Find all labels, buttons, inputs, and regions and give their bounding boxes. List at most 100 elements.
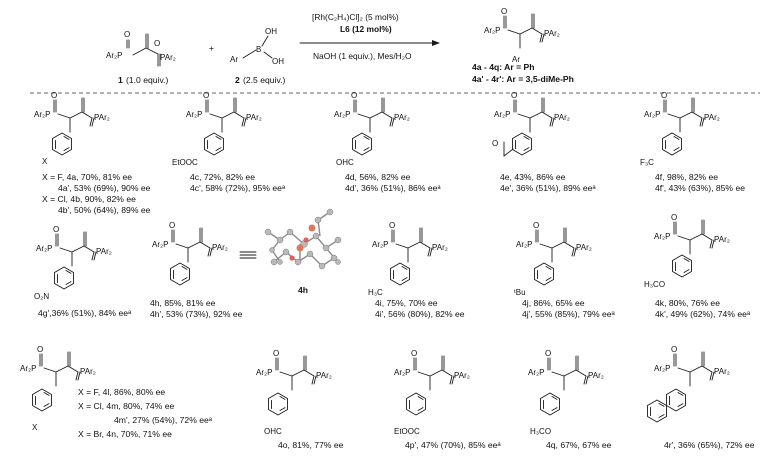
entry-line: 4f', 43% (63%), 85% ee bbox=[655, 183, 745, 193]
atom-o: O bbox=[389, 221, 395, 230]
entry-line: 4c', 58% (72%), 95% eeᵃ bbox=[190, 183, 286, 193]
entry-4p: Ar₂P O PAr₂ EtOOC bbox=[394, 349, 470, 436]
product-range-2: 4a' - 4r': Ar = 3,5-diMe-Ph bbox=[472, 74, 574, 84]
atom-ar2p: Ar₂P bbox=[186, 110, 202, 119]
atom-ar2p: Ar₂P bbox=[394, 368, 410, 377]
entry-line: 4c, 72%, 82% ee bbox=[190, 172, 255, 182]
entry-line: 4b', 50% (64%), 89% ee bbox=[58, 205, 151, 215]
entry-line: X = F, 4a, 70%, 81% ee bbox=[42, 172, 132, 182]
subst: ᵗBu bbox=[514, 288, 526, 297]
subst: OHC bbox=[336, 158, 354, 167]
entry-4l: Ar₂P O PAr₂ X bbox=[20, 345, 96, 432]
entry-4h: Ar₂P O PAr₂ bbox=[152, 221, 228, 286]
entry-4d: Ar₂P O PAr₂ OHC bbox=[334, 91, 410, 167]
entry-line: 4p', 47% (70%), 85% eeᵃ bbox=[405, 440, 501, 450]
atom-ar2p: Ar₂P bbox=[372, 240, 388, 249]
entry-4e: Ar₂P O PAr₂ O bbox=[492, 91, 570, 157]
entry-line: 4d', 36% (51%), 86% eeᵃ bbox=[345, 183, 441, 193]
atom-o: O bbox=[37, 345, 43, 354]
r1-equiv: (1.0 equiv.) bbox=[126, 75, 168, 85]
entry-line: 4j, 86%, 65% ee bbox=[522, 298, 585, 308]
atom-o: O bbox=[533, 221, 539, 230]
prod-o: O bbox=[501, 7, 507, 16]
atom-par2: PAr₂ bbox=[576, 243, 592, 252]
atom-o: O bbox=[53, 225, 59, 234]
entry-line: 4m', 27% (54%), 72% eeᵃ bbox=[114, 415, 213, 425]
r2-equiv: (2.5 equiv.) bbox=[243, 75, 285, 85]
product-general: Ar₂P O PAr₂ Ar bbox=[484, 7, 560, 64]
atom-o: O bbox=[169, 221, 175, 230]
entry-line: X = F, 4l, 86%, 80% ee bbox=[78, 387, 165, 397]
subst: OHC bbox=[264, 427, 282, 436]
atom-par2: PAr₂ bbox=[554, 113, 570, 122]
atom-par2: PAr₂ bbox=[394, 113, 410, 122]
entry-4q: Ar₂P O PAr₂ H₃CO bbox=[528, 349, 604, 436]
entry-4c: Ar₂P O PAr₂ EtOOC bbox=[172, 91, 262, 167]
atom-o: O bbox=[411, 349, 417, 358]
entry-line: 4h', 53% (73%), 92% ee bbox=[150, 309, 243, 319]
atom-par2: PAr₂ bbox=[588, 371, 604, 380]
entry-line: 4i', 56% (80%), 82% ee bbox=[375, 309, 465, 319]
r2-ar: Ar bbox=[230, 55, 238, 64]
atom-ar2p: Ar₂P bbox=[34, 110, 50, 119]
r1-label: 1 bbox=[118, 75, 123, 85]
entry-line: 4a', 53% (69%), 90% ee bbox=[58, 183, 151, 193]
entry-4f: Ar₂P O PAr₂ F₃C bbox=[640, 91, 720, 167]
entry-line: 4e, 43%, 86% ee bbox=[500, 172, 566, 182]
entry-4a: Ar₂P O PAr₂ X bbox=[34, 91, 110, 166]
atom-par2: PAr₂ bbox=[432, 243, 448, 252]
crystal-label: 4h bbox=[298, 285, 308, 295]
atom-o: O bbox=[51, 91, 57, 100]
entry-line: X = Br, 4n, 70%, 71% ee bbox=[78, 429, 172, 439]
atom-par2: PAr₂ bbox=[454, 371, 470, 380]
r2-label: 2 bbox=[235, 75, 240, 85]
subst: O₂N bbox=[34, 292, 49, 301]
r1-o: O bbox=[124, 30, 130, 39]
atom-o: O bbox=[273, 349, 279, 358]
entry-line: 4k, 80%, 76% ee bbox=[655, 298, 720, 308]
subst: H₃CO bbox=[644, 280, 665, 289]
prod-ar2p: Ar₂P bbox=[484, 26, 500, 35]
prod-par2: PAr₂ bbox=[544, 29, 560, 38]
atom-o: O bbox=[351, 91, 357, 100]
atom-o: O bbox=[671, 213, 677, 222]
atom-ar2p: Ar₂P bbox=[654, 232, 670, 241]
ligand-text: L6 (12 mol%) bbox=[340, 24, 392, 34]
catalyst-text: [Rh(C₂H₄)Cl]₂ (5 mol%) bbox=[312, 12, 399, 22]
subst: H₃CO bbox=[530, 427, 551, 436]
conditions-text: NaOH (1 equiv.), Mes/H₂O bbox=[313, 51, 412, 61]
reactant-1: O Ar₂P O PAr₂ 1 (1.0 equiv.) bbox=[106, 30, 176, 85]
atom-ar2p: Ar₂P bbox=[152, 240, 168, 249]
atom-par2: PAr₂ bbox=[246, 113, 262, 122]
atom-par2: PAr₂ bbox=[94, 113, 110, 122]
atom-o: O bbox=[203, 91, 209, 100]
subst: EtOOC bbox=[394, 427, 420, 436]
atom-ar2p: Ar₂P bbox=[644, 110, 660, 119]
subst: H₃C bbox=[368, 288, 383, 297]
entry-4g: Ar₂P O PAr₂ O₂N bbox=[34, 225, 112, 301]
prod-ar: Ar bbox=[512, 55, 520, 64]
entry-line: 4d, 56%, 82% ee bbox=[345, 172, 411, 182]
plus-sign: + bbox=[209, 43, 214, 53]
subst: X bbox=[42, 157, 48, 166]
entry-line: 4g',36% (51%), 84% eeᵃ bbox=[38, 308, 132, 318]
entry-line: 4f, 98%, 82% ee bbox=[655, 172, 718, 182]
atom-o: O bbox=[511, 91, 517, 100]
entry-4o: Ar₂P O PAr₂ OHC bbox=[256, 349, 332, 436]
ketone-o: O bbox=[492, 139, 498, 148]
atom-par2: PAr₂ bbox=[212, 243, 228, 252]
reaction-arrow: [Rh(C₂H₄)Cl]₂ (5 mol%) L6 (12 mol%) NaOH… bbox=[299, 12, 440, 61]
entry-line: X = Cl, 4m, 80%, 74% ee bbox=[78, 401, 174, 411]
entry-line: 4i, 75%, 70% ee bbox=[375, 298, 438, 308]
entry-4j: Ar₂P O PAr₂ ᵗBu bbox=[514, 221, 592, 297]
atom-ar2p: Ar₂P bbox=[20, 364, 36, 373]
atom-ar2p: Ar₂P bbox=[256, 368, 272, 377]
atom-par2: PAr₂ bbox=[714, 367, 730, 376]
r2-b: B bbox=[256, 45, 261, 54]
atom-par2: PAr₂ bbox=[704, 113, 720, 122]
r2-oh2: OH bbox=[272, 57, 284, 66]
entry-line: 4h, 85%, 81% ee bbox=[150, 298, 216, 308]
atom-ar2p: Ar₂P bbox=[334, 110, 350, 119]
entry-line: 4r', 36% (65%), 72% ee bbox=[664, 440, 755, 450]
